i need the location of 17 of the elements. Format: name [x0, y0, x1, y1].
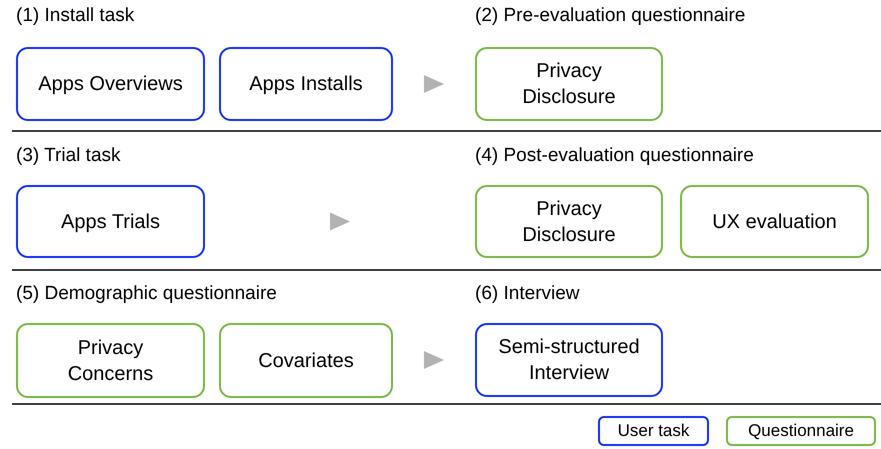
task-box: Apps Overviews — [16, 47, 205, 121]
task-box: Covariates — [219, 323, 393, 398]
section-heading: (3) Trial task — [16, 145, 121, 167]
task-box: Privacy Concerns — [16, 323, 205, 398]
section-heading: (4) Post-evaluation questionnaire — [475, 145, 754, 167]
task-box: Semi-structured Interview — [475, 323, 663, 397]
section-heading: (1) Install task — [16, 5, 134, 27]
task-box: Privacy Disclosure — [475, 47, 663, 121]
task-box: UX evaluation — [680, 185, 869, 258]
legend-item: User task — [598, 416, 709, 446]
section-heading: (6) Interview — [475, 283, 580, 305]
task-box: Apps Installs — [219, 47, 393, 121]
legend-item: Questionnaire — [726, 416, 876, 446]
section-heading: (2) Pre-evaluation questionnaire — [475, 5, 746, 27]
task-box: Apps Trials — [16, 185, 205, 258]
section-heading: (5) Demographic questionnaire — [16, 283, 277, 305]
task-box: Privacy Disclosure — [475, 185, 663, 258]
